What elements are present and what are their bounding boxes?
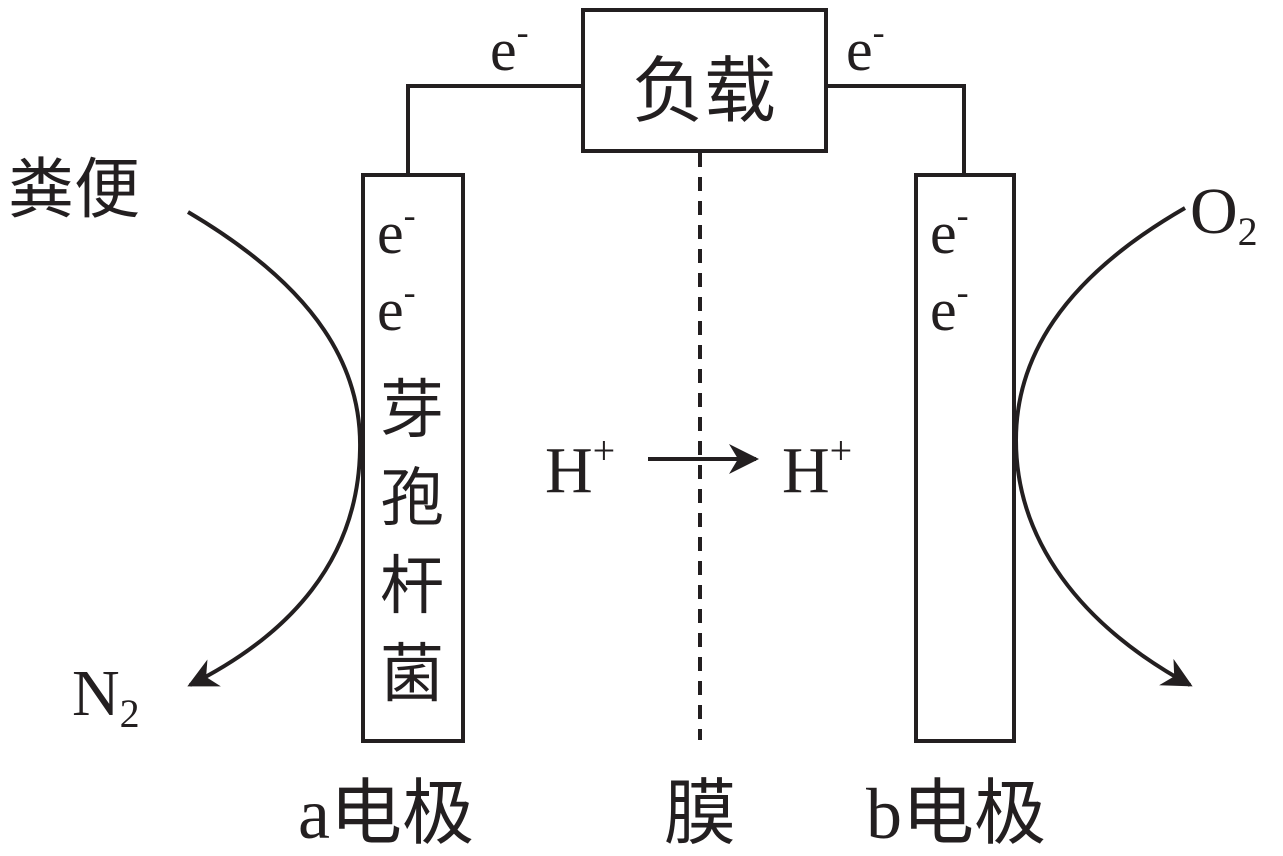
electron-label-cathode-2: e- <box>930 272 969 343</box>
cathode-label: b电极 <box>866 771 1046 855</box>
reactant-left-label: 粪便 <box>8 151 140 228</box>
membrane-label: 膜 <box>664 771 736 855</box>
electron-label-anode-2: e- <box>377 272 416 343</box>
anode-reaction-arrow <box>186 210 363 687</box>
electron-label-wire-right: e- <box>846 12 885 83</box>
wire-left <box>406 84 583 175</box>
bacteria-char-1: 芽 <box>380 374 444 448</box>
anode-electrode <box>361 173 465 743</box>
wire-right <box>826 84 966 175</box>
electron-label-wire-left: e- <box>490 12 529 83</box>
bacteria-char-2: 孢 <box>380 462 444 536</box>
bacteria-char-4: 菌 <box>380 638 444 712</box>
load-box <box>581 8 828 153</box>
anode-label: a电极 <box>298 771 474 855</box>
electron-label-cathode-1: e- <box>930 195 969 266</box>
reactant-right-label: O2 <box>1190 175 1258 254</box>
proton-label-right: H+ <box>782 428 852 507</box>
cathode-reaction-arrow <box>1013 206 1193 687</box>
bacteria-char-3: 杆 <box>380 550 444 624</box>
load-label: 负载 <box>632 49 776 133</box>
product-left-label: N2 <box>72 657 140 736</box>
cathode-electrode <box>914 173 1016 743</box>
proton-label-left: H+ <box>545 428 615 507</box>
electron-label-anode-1: e- <box>377 195 416 266</box>
